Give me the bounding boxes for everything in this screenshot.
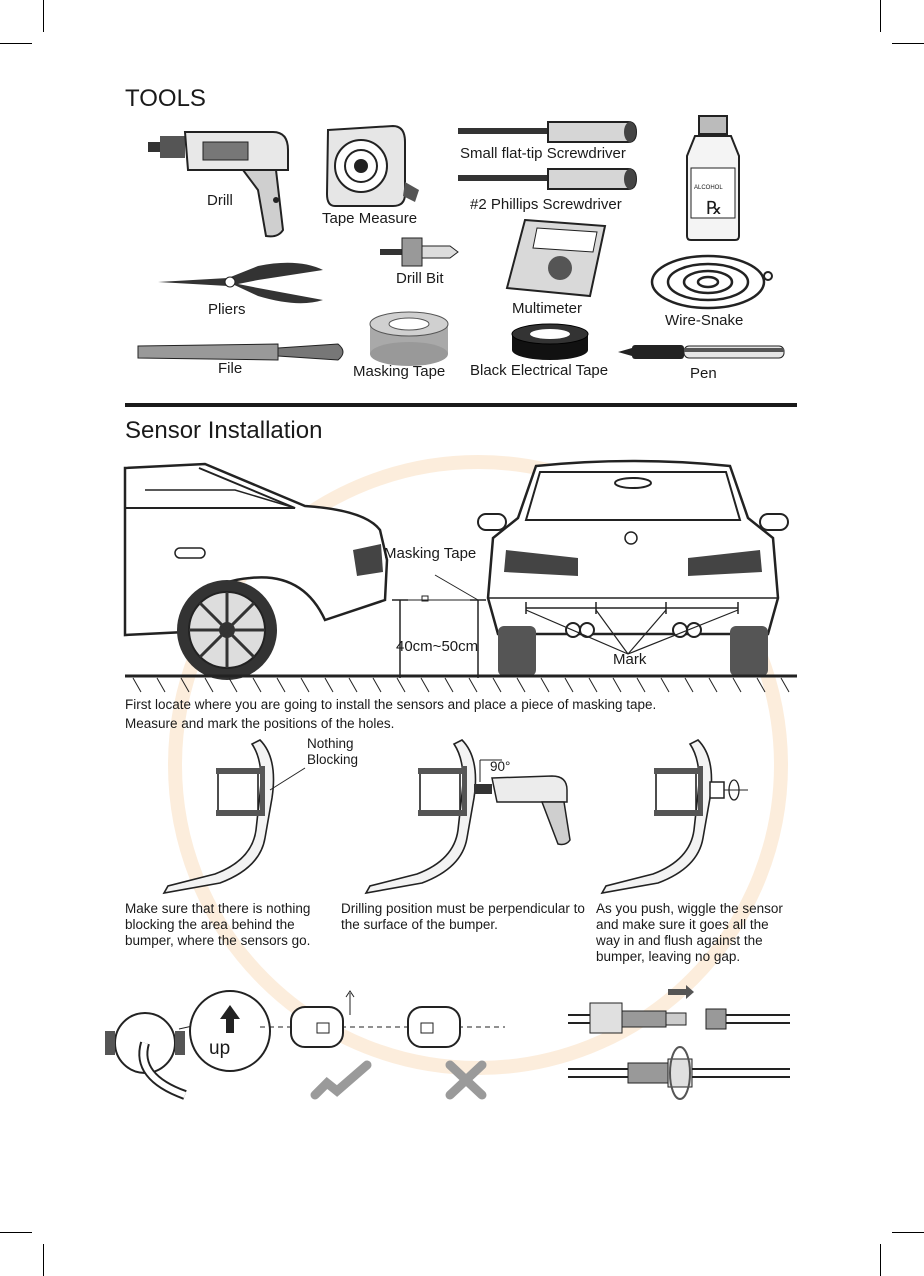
- crop-mark: [0, 1232, 32, 1233]
- height-label: 40cm~50cm: [396, 638, 479, 655]
- sensor-title: Sensor Installation: [125, 417, 323, 444]
- ground-line: [125, 674, 797, 693]
- bumper-section-step-2: [364, 739, 571, 895]
- crop-mark: [880, 1244, 881, 1276]
- tool-label-electrical-tape: Black Electrical Tape: [470, 362, 609, 379]
- tool-label-file: File: [218, 360, 243, 377]
- tool-label-pliers: Pliers: [208, 301, 246, 318]
- up-label: up: [209, 1038, 231, 1059]
- drill-bit-icon: [380, 237, 459, 267]
- drill-icon: [148, 131, 289, 238]
- tape-measure-icon: [325, 124, 419, 207]
- section-divider: [125, 403, 797, 407]
- tool-label-masking-tape: Masking Tape: [353, 363, 446, 380]
- connector-diagram: [568, 985, 790, 1100]
- tool-label-drill: Drill: [207, 192, 233, 209]
- flat-screwdriver-icon: [458, 121, 638, 143]
- mark-label: Mark: [613, 651, 647, 668]
- wire-snake-icon: [650, 254, 773, 310]
- bumper-section-step-3: [600, 739, 748, 895]
- crop-mark: [43, 0, 44, 32]
- bottle-symbol: ℞: [706, 198, 723, 219]
- car-rear-view: [477, 459, 789, 676]
- instruction-locate: First locate where you are going to inst…: [125, 697, 657, 712]
- masking-tape-icon: [369, 311, 449, 366]
- nothing-blocking-callout: Nothing Blocking: [307, 736, 359, 767]
- step-note-push-wiggle: As you push, wiggle the sensor and make …: [596, 901, 783, 964]
- height-dimension: [392, 574, 486, 678]
- multimeter-icon: [505, 218, 607, 298]
- tool-label-phillips-screwdriver: #2 Phillips Screwdriver: [470, 196, 622, 213]
- tool-label-tape-measure: Tape Measure: [322, 210, 418, 227]
- tool-label-drill-bit: Drill Bit: [396, 270, 444, 287]
- instruction-measure: Measure and mark the positions of the ho…: [125, 716, 395, 731]
- sensor-orientation-diagram: [105, 990, 505, 1100]
- tools-title: TOOLS: [125, 85, 206, 112]
- step-note-nothing-blocking: Make sure that there is nothing blocking…: [125, 901, 311, 948]
- pliers-icon: [158, 262, 323, 304]
- alcohol-bottle-icon: [686, 115, 740, 241]
- phillips-screwdriver-icon: [458, 168, 638, 190]
- crop-mark: [892, 1232, 924, 1233]
- bumper-section-step-1: [162, 739, 306, 895]
- pen-icon: [618, 345, 785, 359]
- file-icon: [137, 343, 344, 361]
- angle-label: 90°: [490, 759, 511, 774]
- tool-label-small-screwdriver: Small flat-tip Screwdriver: [460, 145, 626, 162]
- crop-mark: [880, 0, 881, 32]
- crop-mark: [43, 1244, 44, 1276]
- electrical-tape-icon: [511, 323, 589, 360]
- tool-label-multimeter: Multimeter: [512, 300, 583, 317]
- crop-mark: [0, 43, 32, 44]
- masking-tape-callout: Masking Tape: [384, 545, 477, 562]
- tool-label-wire-snake: Wire-Snake: [665, 312, 744, 329]
- crop-mark: [892, 43, 924, 44]
- bottle-label: ALCOHOL: [694, 185, 723, 191]
- car-side-view: [123, 462, 389, 680]
- step-note-perpendicular: Drilling position must be perpendicular …: [341, 901, 585, 932]
- tool-label-pen: Pen: [690, 365, 717, 382]
